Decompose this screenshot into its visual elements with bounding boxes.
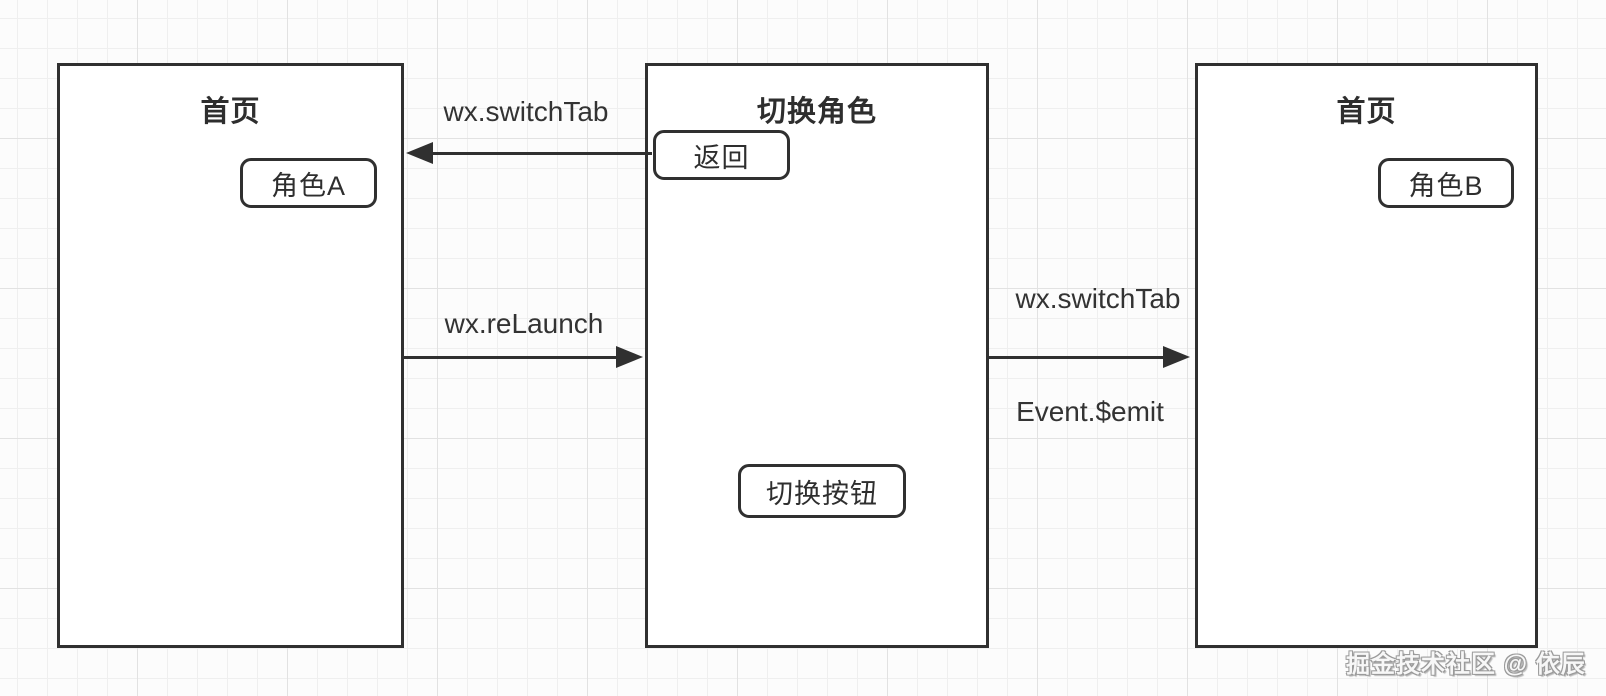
- arrow-switchtab-forward-head-icon: [1163, 346, 1190, 368]
- arrow-relaunch-line: [404, 356, 618, 359]
- arrow-label-switchtab-back: wx.switchTab: [443, 96, 609, 127]
- node-role-b: 角色B: [1378, 158, 1514, 208]
- node-switch-button: 切换按钮: [738, 464, 906, 518]
- page-box-home-a: 首页 角色A: [57, 63, 404, 648]
- arrow-label-event-emit: Event.$emit: [1016, 396, 1164, 427]
- arrow-switchtab-back-line: [430, 152, 652, 155]
- arrow-switchtab-back-head-icon: [406, 142, 433, 164]
- watermark-text: 掘金技术社区 @ 依辰: [1346, 651, 1586, 678]
- page-title-home-b: 首页: [1336, 96, 1397, 128]
- arrow-label-relaunch: wx.reLaunch: [444, 308, 604, 339]
- page-title-home-a: 首页: [200, 96, 261, 128]
- arrow-relaunch-head-icon: [616, 346, 643, 368]
- page-box-switch-role: 切换角色 返回 切换按钮: [645, 63, 989, 648]
- arrow-switchtab-forward-line: [989, 356, 1165, 359]
- arrow-label-switchtab-forward: wx.switchTab: [1015, 283, 1181, 314]
- node-back-button: 返回: [653, 130, 790, 180]
- node-role-a: 角色A: [240, 158, 377, 208]
- page-box-home-b: 首页 角色B: [1195, 63, 1538, 648]
- page-title-switch-role: 切换角色: [756, 96, 877, 128]
